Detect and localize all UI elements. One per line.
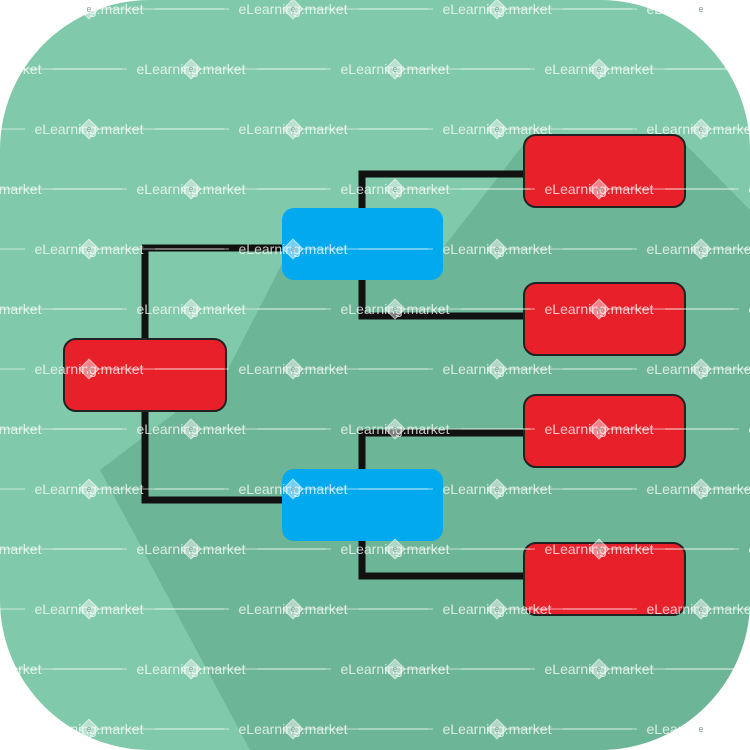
branch-node-1 [282,208,443,280]
connector-branch-2-to-leaf-4 [358,541,525,580]
connector-lines [141,170,525,580]
connector-root-to-branch-1 [141,244,283,339]
leaf-node-3 [523,394,686,468]
branch-node-2 [282,469,443,541]
connector-root-to-branch-2 [141,411,283,504]
root-node [63,338,227,412]
leaf-node-4 [523,542,686,616]
connector-branch-1-to-leaf-1 [358,170,525,208]
connector-branch-2-to-leaf-3 [358,429,525,469]
leaf-node-1 [523,134,686,208]
connector-branch-1-to-leaf-2 [358,280,525,320]
leaf-node-2 [523,282,686,356]
